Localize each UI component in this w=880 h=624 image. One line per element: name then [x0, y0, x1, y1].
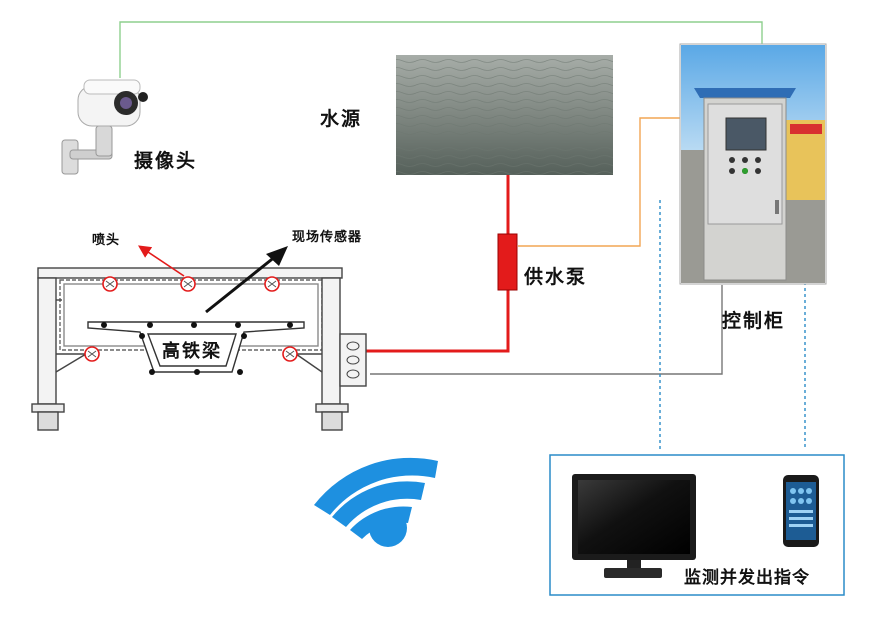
spray-nozzles [84, 276, 298, 362]
beam-label: 高铁梁 [162, 341, 222, 362]
red-water-pipe [366, 175, 510, 353]
monitor-label: 监测并发出指令 [684, 568, 810, 588]
nozzle-icon [282, 346, 298, 362]
water-source-label: 水源 [320, 108, 363, 130]
cabinet-label: 控制柜 [722, 310, 786, 332]
monitoring-panel [549, 454, 845, 596]
pump-label: 供水泵 [524, 266, 588, 288]
control-cabinet-image [679, 43, 827, 285]
spray-gantry-frame [31, 267, 349, 431]
monitor-icon [572, 474, 696, 578]
nozzle-icon [180, 276, 196, 292]
nozzle-label: 喷头 [92, 233, 121, 248]
wifi-icon [314, 457, 438, 547]
junction-box [339, 333, 367, 387]
camera-label: 摄像头 [134, 150, 198, 172]
bridge-beam-section [87, 321, 305, 375]
phone-icon [783, 475, 819, 547]
green-signal-wire [119, 21, 763, 78]
gray-cabinet-wire [370, 285, 723, 375]
nozzle-arrow [138, 245, 185, 277]
water-source-image [396, 55, 613, 175]
sensor-arrow [205, 246, 288, 314]
nozzle-icon [102, 276, 118, 292]
nozzle-icon [264, 276, 280, 292]
camera-icon [61, 79, 148, 175]
field-sensor-label: 现场传感器 [292, 230, 363, 245]
nozzle-icon [84, 346, 100, 362]
orange-control-wire [518, 117, 680, 247]
water-pump-icon [497, 233, 518, 291]
